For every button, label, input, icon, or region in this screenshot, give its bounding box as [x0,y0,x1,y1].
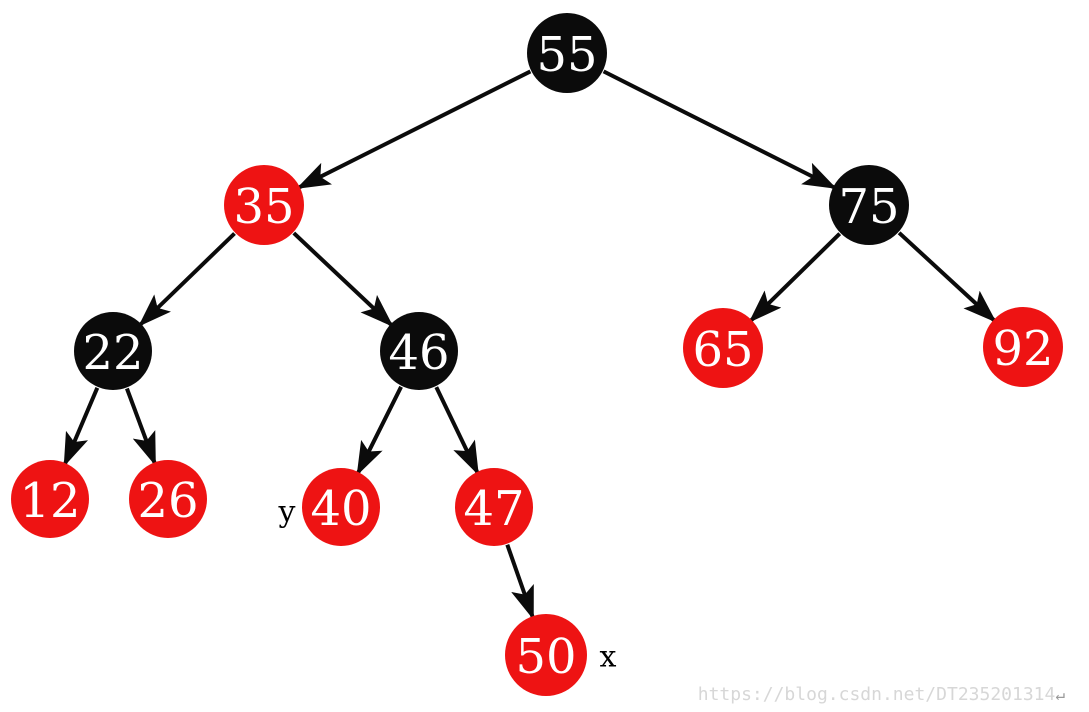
tree-edge-22-26 [125,387,158,467]
node-value: 65 [692,322,753,378]
tree-edge-46-47 [434,386,481,476]
tree-node-75: 75 [829,165,909,245]
node-value: 26 [137,473,198,529]
tree-edge-75-92 [897,231,998,324]
tree-node-26: 26 [129,460,207,538]
node-circle-red [455,468,533,546]
node-value: 50 [515,629,576,685]
return-mark-icon: ↵ [1055,685,1065,704]
node-circle-black [829,165,909,245]
node-value: 92 [992,321,1053,377]
annotation-label-x: x [600,640,617,675]
node-circle-black [74,312,152,390]
tree-edge-22-12 [62,387,100,467]
node-circle-red [983,307,1063,387]
tree-edge-75-65 [748,232,842,324]
tree-node-35: 35 [224,165,304,245]
tree-node-22: 22 [74,312,152,390]
watermark: https://blog.csdn.net/DT235201314↵ [698,684,1065,705]
tree-edge-55-35 [296,69,532,191]
node-circle-red [505,614,587,696]
node-value: 22 [82,325,143,381]
tree-node-40: 40 [302,468,380,546]
tree-node-65: 65 [683,308,763,388]
tree-edge-55-75 [602,69,837,191]
tree-edge-47-50 [505,544,536,621]
node-circle-red [11,460,89,538]
node-value: 12 [19,473,80,529]
node-value: 40 [310,481,371,537]
node-circle-black [380,312,458,390]
node-circle-red [302,468,380,546]
watermark-text: https://blog.csdn.net/DT235201314 [697,684,1056,705]
tree-node-50: 50 [505,614,587,696]
node-value: 46 [388,325,449,381]
node-value: 75 [838,179,899,235]
tree-node-12: 12 [11,460,89,538]
node-value: 55 [536,27,597,83]
tree-node-92: 92 [983,307,1063,387]
node-circle-red [224,165,304,245]
tree-node-47: 47 [455,468,533,546]
tree-node-55: 55 [527,13,607,93]
node-circle-black [527,13,607,93]
node-value: 47 [463,481,524,537]
node-value: 35 [233,179,294,235]
tree-edge-35-22 [137,232,236,328]
tree-edge-46-40 [355,385,403,476]
node-circle-red [683,308,763,388]
tree-edge-35-46 [292,231,395,328]
node-circle-red [129,460,207,538]
tree-node-46: 46 [380,312,458,390]
annotation-label-y: y [278,495,296,530]
